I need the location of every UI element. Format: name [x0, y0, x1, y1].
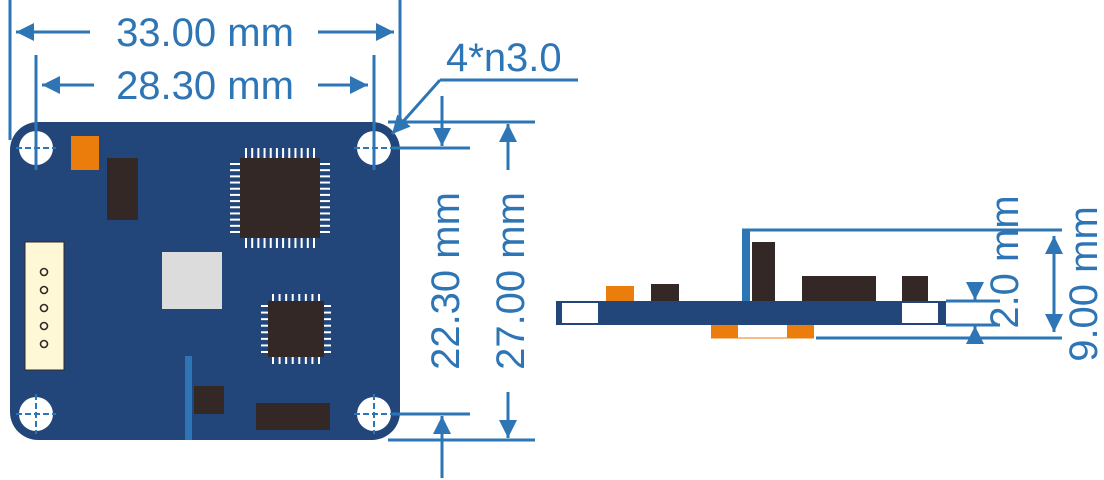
crystal-component: [162, 252, 222, 309]
side-hole-left: [562, 303, 598, 323]
pin-header-connector: [24, 241, 65, 371]
side-qfp-chip: [802, 276, 876, 301]
side-dark-component-1: [651, 284, 679, 301]
mounting-hole-bottom-right: [354, 394, 394, 434]
mounting-hole-bottom-left: [16, 394, 56, 434]
overall-depth-label: 9.00 mm: [1062, 206, 1104, 362]
qfn-chip: [261, 294, 331, 364]
width-dimensions: [8, 0, 578, 170]
side-tall-component: [752, 242, 775, 301]
hole-callout-label: 4*n3.0: [446, 36, 562, 80]
orange-component: [71, 136, 99, 170]
hole-spacing-height-label: 22.30 mm: [424, 192, 468, 370]
qfp-chip: [230, 148, 330, 248]
overall-height-label: 27.00 mm: [489, 192, 533, 370]
dark-component: [107, 158, 138, 220]
hole-spacing-width-label: 28.30 mm: [116, 64, 294, 108]
side-orange-component: [606, 286, 634, 301]
side-orange-bottom-2: [787, 325, 814, 338]
side-pcb-board: [556, 301, 946, 325]
dark-component-small: [194, 386, 224, 414]
top-view: [10, 122, 400, 440]
side-dimensions: [742, 228, 1063, 344]
blue-edge-component: [185, 356, 192, 440]
side-dark-component-2: [902, 276, 928, 301]
height-dimensions: [388, 96, 535, 478]
overall-width-label: 33.00 mm: [116, 11, 294, 55]
board-thickness-label: 2.0 mm: [983, 195, 1027, 328]
side-hole-right: [902, 303, 938, 323]
dark-component-wide: [256, 403, 330, 430]
side-orange-bottom-1: [711, 325, 738, 338]
side-blue-edge: [742, 230, 750, 301]
side-view: [556, 230, 946, 339]
